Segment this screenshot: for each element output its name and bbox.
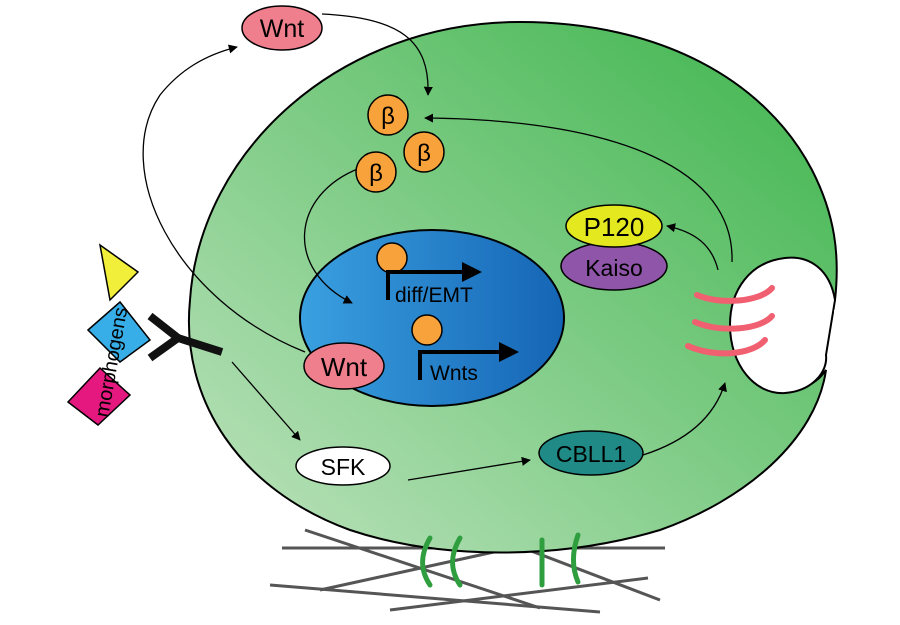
arrow-beta-to-nucleus <box>303 167 361 304</box>
wnt-top-label: Wnt <box>260 15 305 43</box>
arrow-junction-to-beta <box>424 113 733 263</box>
p120-protein: P120 <box>565 204 663 248</box>
receptor-icon <box>147 312 224 362</box>
cell-junction-pocket <box>728 256 837 395</box>
diff-emt-label: diff/EMT <box>395 284 473 307</box>
arrow-junction-to-p120 <box>666 223 719 271</box>
sfk-label: SFK <box>321 454 366 480</box>
arrow-receptor-to-sfk <box>231 361 301 441</box>
wnt-intracellular: Wnt <box>303 342 385 390</box>
beta-label: β <box>369 160 383 187</box>
beta-catenin-on-promoter <box>376 242 408 274</box>
morphogens-group: morphogens <box>66 243 152 426</box>
beta-label: β <box>417 140 431 167</box>
cadherin-icon <box>685 285 775 357</box>
p120-label: P120 <box>584 212 645 242</box>
wnt-secreted: Wnt <box>241 5 323 51</box>
beta-catenin-on-promoter <box>411 314 443 346</box>
gene-diff-emt: diff/EMT <box>376 242 482 307</box>
arrow-sfk-to-cbll1 <box>407 456 531 481</box>
cbll1-label: CBLL1 <box>556 441 626 467</box>
arrow-cbll1-to-junction <box>642 382 727 456</box>
sfk-protein: SFK <box>295 446 391 486</box>
arrow-wnt-out <box>142 44 306 353</box>
arrow-wnt-to-beta <box>321 13 433 96</box>
kaiso-label: Kaiso <box>585 255 643 281</box>
wnt-cell-label: Wnt <box>321 352 368 382</box>
morphogen-magenta-shape <box>66 366 132 426</box>
wnts-label: Wnts <box>430 362 478 385</box>
arrows <box>142 13 733 481</box>
kaiso-protein: Kaiso <box>560 241 668 291</box>
integrin-icon <box>420 532 581 588</box>
beta-label: β <box>381 103 395 130</box>
cbll1-protein: CBLL1 <box>538 430 644 476</box>
morphogen-yellow-shape <box>98 243 140 302</box>
morphogen-blue-shape <box>86 300 152 363</box>
beta-catenin-pool: β β β <box>355 94 445 193</box>
gene-wnts: Wnts <box>411 314 519 385</box>
